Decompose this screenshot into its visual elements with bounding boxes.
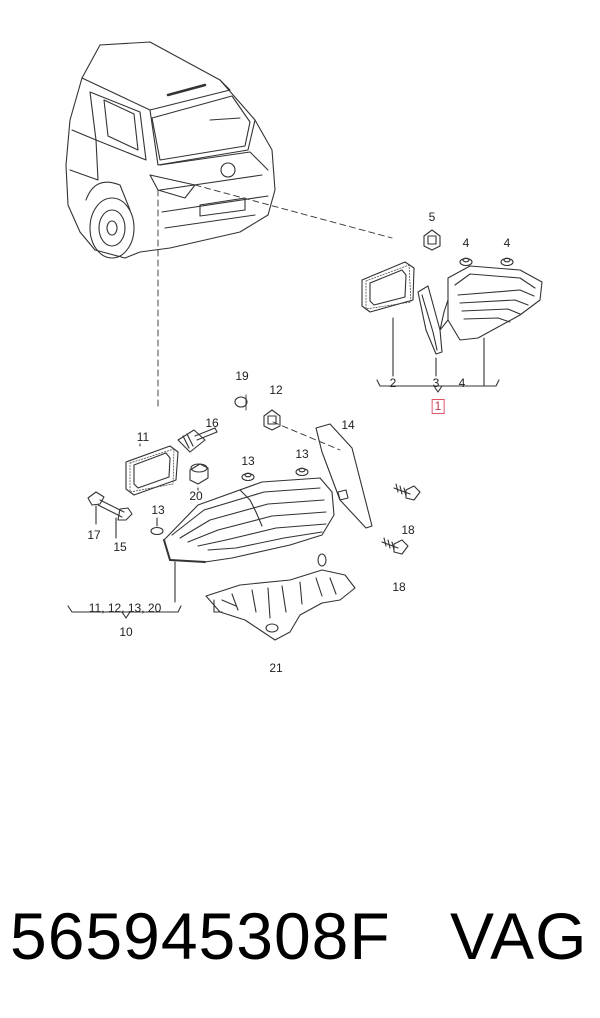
callout-13: 13 — [295, 447, 309, 461]
callout-4: 4 — [503, 236, 511, 250]
part-2-gasket — [362, 262, 414, 312]
part-14-cover-panel — [316, 424, 372, 528]
parts-diagram: 5 4 4 2 3 4 1 19 12 11 16 14 13 13 20 13… — [0, 0, 600, 700]
part-3-seal-strip — [418, 286, 442, 354]
callout-20: 20 — [189, 489, 203, 503]
callout-4: 4 — [458, 376, 466, 390]
part-5-clip — [424, 230, 440, 250]
part-12-grommet — [264, 410, 280, 430]
callout-3: 3 — [432, 376, 440, 390]
bracket-1 — [377, 318, 499, 392]
callout-21: 21 — [269, 661, 283, 675]
part-number: 565945308F — [10, 899, 391, 973]
part-13-seals — [151, 468, 308, 534]
part-19-o-ring — [235, 397, 247, 407]
callout-13: 13 — [241, 454, 255, 468]
part-4-nuts — [460, 258, 513, 265]
callout-16: 16 — [205, 416, 219, 430]
part-11-gasket — [126, 446, 178, 495]
callout-18: 18 — [401, 523, 415, 537]
callout-1: 1 — [431, 399, 445, 414]
bracket-10 — [68, 444, 198, 618]
callout-15: 15 — [113, 540, 127, 554]
callout-19: 19 — [235, 369, 249, 383]
part-18-screws — [382, 484, 420, 554]
callout-13: 13 — [151, 503, 165, 517]
brand-name: VAG — [450, 899, 588, 973]
callout-17: 17 — [87, 528, 101, 542]
part-16-bulb-socket — [178, 428, 217, 452]
part-4-inner-lamp — [440, 266, 542, 340]
callout-14: 14 — [341, 418, 355, 432]
vehicle-illustration — [66, 42, 275, 258]
part-21-carrier — [206, 554, 355, 640]
callout-11: 11 — [136, 430, 150, 444]
callout-2: 2 — [389, 376, 397, 390]
callout-5: 5 — [428, 210, 436, 224]
exploded-view-drawing — [0, 0, 600, 700]
callout-12: 12 — [269, 383, 283, 397]
part-20-cap — [190, 464, 208, 484]
callout-18: 18 — [392, 580, 406, 594]
part-17-15-bolts — [88, 492, 132, 520]
callout-10-contents: 11, 12, 13, 20 — [88, 601, 162, 615]
callout-4: 4 — [462, 236, 470, 250]
tail-lamp-outer — [164, 478, 334, 562]
callout-10: 10 — [119, 625, 133, 639]
leader-lines — [158, 185, 392, 450]
